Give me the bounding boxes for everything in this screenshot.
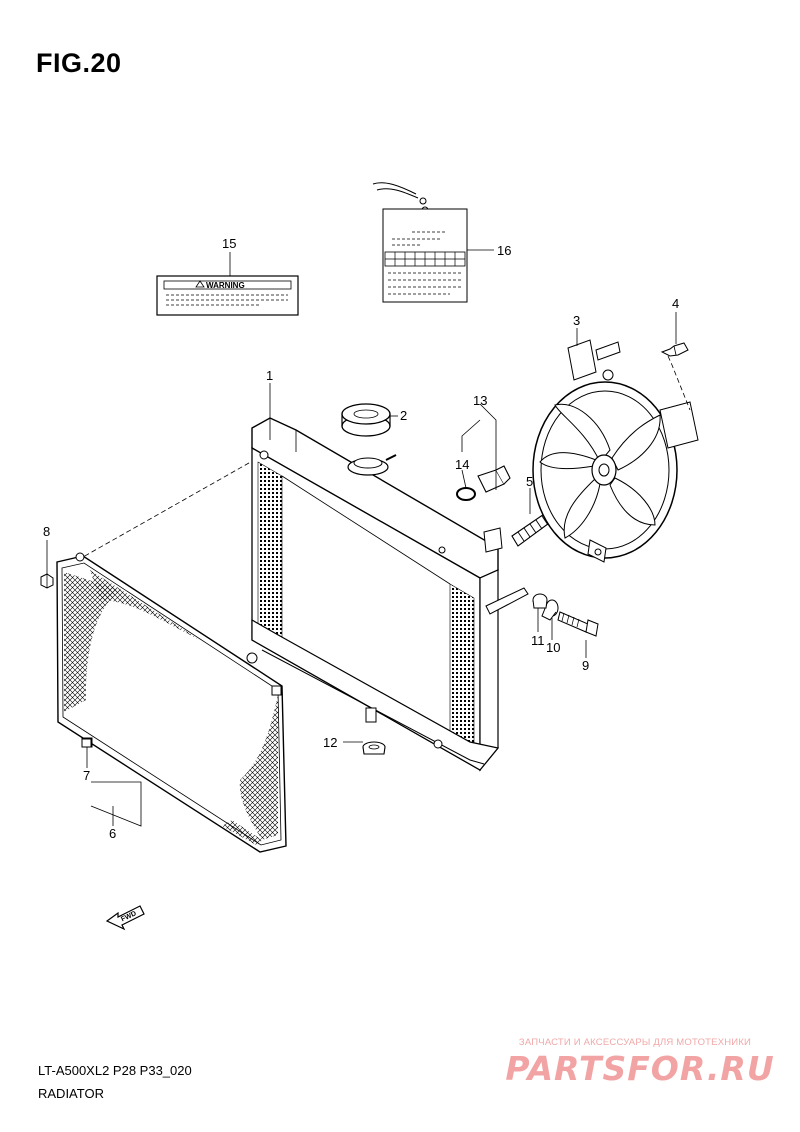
- callout-12: 12: [323, 735, 337, 750]
- watermark-tagline: ЗАПЧАСТИ И АКСЕССУАРЫ ДЛЯ МОТОТЕХНИКИ: [518, 1037, 752, 1048]
- watermark-logo: PARTSFOR.RU: [505, 1049, 775, 1088]
- callout-3: 3: [573, 313, 580, 328]
- grommet-part-12: [362, 741, 386, 755]
- callout-5: 5: [526, 474, 533, 489]
- leader-lines: [46, 249, 677, 827]
- callout-1: 1: [266, 368, 273, 383]
- tag-label-part: [372, 182, 468, 303]
- forward-arrow-icon: FWD: [105, 905, 145, 931]
- warning-label-part: WARNING: [156, 275, 299, 316]
- bolt-part-9: [557, 611, 599, 637]
- clip-part-7: [81, 738, 92, 748]
- callout-7: 7: [83, 768, 90, 783]
- callout-9: 9: [582, 658, 589, 673]
- callout-14: 14: [455, 457, 469, 472]
- bolt-part-8: [40, 573, 54, 589]
- diagram-name: RADIATOR: [38, 1086, 104, 1101]
- o-ring-part: [456, 487, 476, 501]
- callout-2: 2: [400, 408, 407, 423]
- radiator-cap-part: [341, 403, 391, 437]
- callout-16: 16: [497, 243, 511, 258]
- warning-triangle-icon: [195, 280, 205, 288]
- bolt-part-4: [660, 342, 689, 357]
- callout-15: 15: [222, 236, 236, 251]
- grommet-part-11: [532, 593, 548, 609]
- diagram-code: LT-A500XL2 P28 P33_020: [38, 1063, 192, 1078]
- callout-4: 4: [672, 296, 679, 311]
- cooling-fan-part: [532, 339, 699, 563]
- callout-10: 10: [546, 640, 560, 655]
- callout-6: 6: [109, 826, 116, 841]
- callout-13: 13: [473, 393, 487, 408]
- callout-8: 8: [43, 524, 50, 539]
- callout-11: 11: [531, 633, 545, 648]
- radiator-screen-part: [56, 552, 287, 853]
- figure-title: FIG.20: [36, 48, 122, 78]
- warning-label-text: WARNING: [206, 281, 245, 290]
- radiator-core-part: [246, 417, 529, 772]
